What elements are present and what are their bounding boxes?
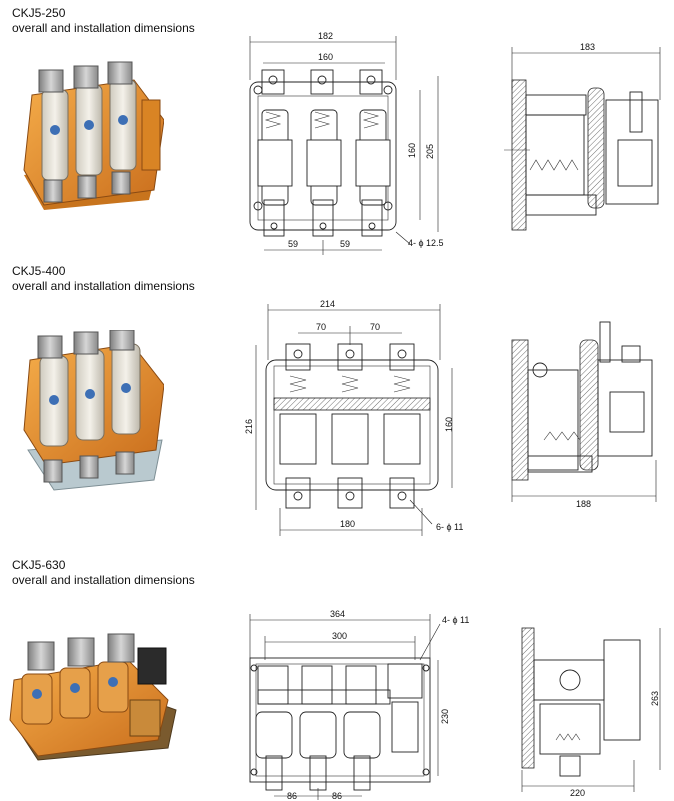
dim-overall-width: 182: [318, 31, 333, 41]
dim-side-width: 188: [576, 499, 591, 509]
product-photo-ckj5-630: [9, 633, 177, 761]
dim-right-height-outer: 205: [425, 144, 435, 159]
dim-pitch-left: 86: [287, 791, 297, 801]
dim-pitch-left: 70: [316, 322, 326, 332]
dim-holes: 4- ϕ 11: [442, 615, 469, 625]
dim-side-width: 220: [570, 788, 585, 798]
dim-side-width: 183: [580, 42, 595, 52]
section-3-subtitle: overall and installation dimensions: [12, 573, 195, 587]
dim-pole-span: 160: [318, 52, 333, 62]
dim-side-height: 263: [650, 691, 660, 706]
dim-overall-width: 214: [320, 299, 335, 309]
dim-left-height: 216: [244, 419, 254, 434]
section-1-model: CKJ5-250: [12, 6, 66, 20]
section-2-title: CKJ5-400 overall and installation dimens…: [12, 264, 195, 294]
dim-holes: 4- ϕ 12.5: [408, 238, 444, 248]
section-3-model: CKJ5-630: [12, 558, 66, 572]
product-photo-ckj5-400: [23, 330, 164, 491]
section-1-subtitle: overall and installation dimensions: [12, 21, 195, 35]
dim-pitch-right: 70: [370, 322, 380, 332]
dim-right-height: 230: [440, 709, 450, 724]
section-3-title: CKJ5-630 overall and installation dimens…: [12, 558, 195, 588]
dim-pitch-right: 86: [332, 791, 342, 801]
dim-pole-span: 300: [332, 631, 347, 641]
dim-right-height: 160: [444, 417, 454, 432]
dim-overall-width: 364: [330, 609, 345, 619]
dim-pitch-left: 59: [288, 239, 298, 249]
dim-mount-width: 180: [340, 519, 355, 529]
section-2-subtitle: overall and installation dimensions: [12, 279, 195, 293]
section-2-model: CKJ5-400: [12, 264, 66, 278]
dim-holes: 6- ϕ 11: [436, 522, 463, 532]
dim-pitch-right: 59: [340, 239, 350, 249]
product-photo-ckj5-250: [23, 61, 164, 210]
dim-right-height-inner: 160: [407, 143, 417, 158]
section-1-title: CKJ5-250 overall and installation dimens…: [12, 6, 195, 36]
